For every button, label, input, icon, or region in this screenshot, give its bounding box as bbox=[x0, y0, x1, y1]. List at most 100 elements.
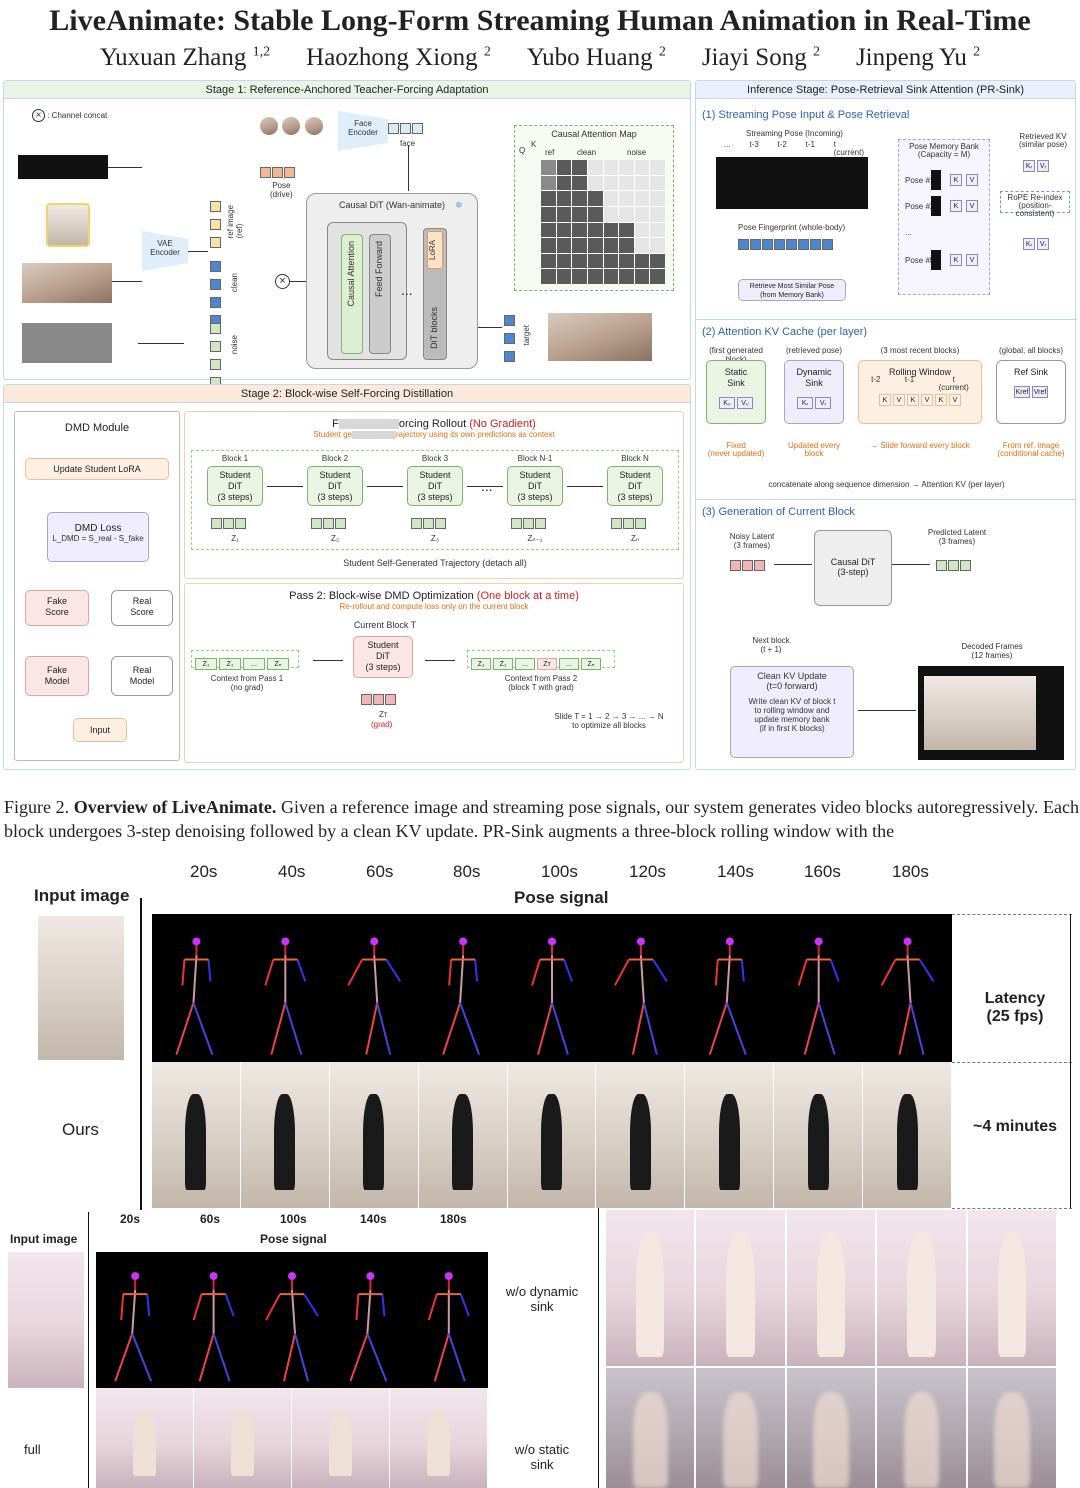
result-frame bbox=[96, 1388, 194, 1488]
slide-label: Slide T = 1 → 2 → 3 → ... → N to optimiz… bbox=[554, 712, 664, 730]
attention-cell bbox=[619, 175, 634, 191]
pose-skeleton bbox=[442, 937, 481, 1055]
pass2-panel: Pass 2: Block-wise DMD Optimization (One… bbox=[184, 583, 684, 763]
pose-label: Pose #1 bbox=[905, 176, 935, 185]
kv-col-head: (retrieved pose) bbox=[785, 346, 843, 355]
key-token: K bbox=[950, 200, 962, 212]
causal-attention-map: Causal Attention Map Q K ref clean noise bbox=[514, 125, 674, 291]
kv-block-name: Dynamic Sink bbox=[796, 367, 832, 388]
stream-tick: t (current) bbox=[833, 140, 864, 157]
result-frame bbox=[696, 1210, 787, 1366]
attention-cell bbox=[650, 160, 665, 175]
context-token: Z₁ bbox=[195, 658, 217, 670]
pose-skeleton bbox=[347, 937, 402, 1055]
result-frame bbox=[418, 1062, 508, 1208]
pose-signal-strip-bottom bbox=[96, 1252, 488, 1388]
kv-token: K bbox=[879, 394, 891, 406]
face-tokens bbox=[388, 121, 424, 139]
attention-cell bbox=[587, 238, 603, 253]
pose-skeleton bbox=[880, 937, 935, 1055]
person-figure bbox=[132, 1410, 157, 1476]
block-label: Block 2 bbox=[321, 454, 349, 463]
context-token: Zₙ bbox=[581, 658, 601, 670]
clean-tokens bbox=[210, 259, 222, 331]
kv-token: Kref bbox=[1014, 386, 1030, 398]
time-tick: 20s bbox=[120, 1212, 141, 1226]
clean-kv-update: Clean KV Update (t=0 forward) Write clea… bbox=[730, 666, 854, 758]
author: Jinpeng Yu 2 bbox=[855, 44, 981, 71]
time-tick: 100s bbox=[280, 1212, 307, 1226]
latent-tokens bbox=[211, 516, 247, 534]
attention-cell bbox=[572, 206, 587, 222]
attention-cell bbox=[572, 160, 587, 175]
pose-skeleton bbox=[614, 937, 668, 1055]
stage2-title: Stage 2: Block-wise Self-Forcing Distill… bbox=[4, 385, 690, 403]
inference-title: Inference Stage: Pose-Retrieval Sink Att… bbox=[696, 81, 1075, 99]
attention-cell bbox=[634, 222, 650, 238]
input-image-label-bottom: Input image bbox=[10, 1232, 78, 1246]
person-figure bbox=[907, 1231, 936, 1357]
person-figure bbox=[363, 1094, 385, 1191]
attention-cell bbox=[619, 269, 634, 284]
attention-cell bbox=[634, 191, 650, 206]
attention-cell bbox=[587, 175, 603, 191]
student-dit: Student DiT (3 steps) bbox=[607, 466, 663, 506]
attention-cell bbox=[556, 175, 572, 191]
person-figure bbox=[185, 1094, 207, 1191]
streaming-pose-thumb bbox=[716, 157, 868, 209]
result-frame bbox=[596, 1062, 686, 1208]
pose-skeleton bbox=[114, 1272, 153, 1382]
attention-cell bbox=[634, 269, 650, 284]
time-tick: 160s bbox=[804, 862, 841, 881]
person-figure bbox=[230, 1410, 255, 1476]
result-frame bbox=[390, 1388, 488, 1488]
attention-cell bbox=[572, 238, 587, 253]
attention-cell bbox=[634, 238, 650, 253]
attention-cell bbox=[603, 269, 619, 284]
attention-cell bbox=[572, 191, 587, 206]
attention-cell bbox=[556, 191, 572, 206]
ours-frames bbox=[152, 1062, 953, 1208]
key-token: K bbox=[950, 174, 962, 186]
kv-token: Vref bbox=[1032, 386, 1048, 398]
dit-blocks: DiT blocks LoRA bbox=[423, 228, 447, 360]
vae-encoder: VAE Encoder bbox=[142, 231, 188, 271]
context-token: ... bbox=[559, 658, 579, 670]
latent-tokens bbox=[611, 516, 647, 534]
latent-tokens bbox=[511, 516, 547, 534]
latent-tokens bbox=[411, 516, 447, 534]
dmd-loss: DMD Loss L_DMD = S_real - S_fake bbox=[47, 512, 149, 562]
attention-cell bbox=[541, 206, 556, 222]
stage1-title: Stage 1: Reference-Anchored Teacher-Forc… bbox=[4, 81, 690, 99]
attention-cell bbox=[587, 206, 603, 222]
attention-cell bbox=[556, 160, 572, 175]
attention-cell bbox=[556, 269, 572, 284]
fake-model: Fake Model bbox=[25, 656, 89, 696]
time-tick: 60s bbox=[200, 1212, 221, 1226]
kv-block-name: Ref Sink bbox=[1013, 367, 1048, 377]
attention-cell bbox=[572, 222, 587, 238]
key-token: K bbox=[950, 254, 962, 266]
student-dit-current: Student DiT (3 steps) bbox=[353, 636, 413, 678]
attention-cell bbox=[650, 269, 665, 284]
attention-cell bbox=[619, 206, 634, 222]
author-list: Yuxuan Zhang 1,2 Haozhong Xiong 2 Yubo H… bbox=[0, 44, 1080, 72]
rolling-tick: t-2 bbox=[871, 375, 881, 384]
time-tick: 100s bbox=[541, 862, 578, 881]
person-figure bbox=[813, 1392, 849, 1488]
rolling-tick: t-1 bbox=[904, 375, 915, 384]
person-figure bbox=[903, 1392, 940, 1488]
pose-thumb bbox=[931, 196, 941, 216]
kv-token: V bbox=[921, 394, 933, 406]
context-pass2-label: Context from Pass 2 (block T with grad) bbox=[504, 674, 578, 692]
causal-dit-title: Causal DiT (Wan-animate) bbox=[338, 200, 446, 210]
pass2-subtitle: Re-rollout and compute loss only on the … bbox=[339, 602, 529, 611]
inference-panel: Inference Stage: Pose-Retrieval Sink Att… bbox=[695, 80, 1077, 770]
latent-label: Zₙ₋₁ bbox=[527, 534, 543, 543]
person-figure bbox=[452, 1094, 474, 1191]
attention-cell bbox=[572, 175, 587, 191]
grad-label: (grad) bbox=[371, 720, 393, 729]
